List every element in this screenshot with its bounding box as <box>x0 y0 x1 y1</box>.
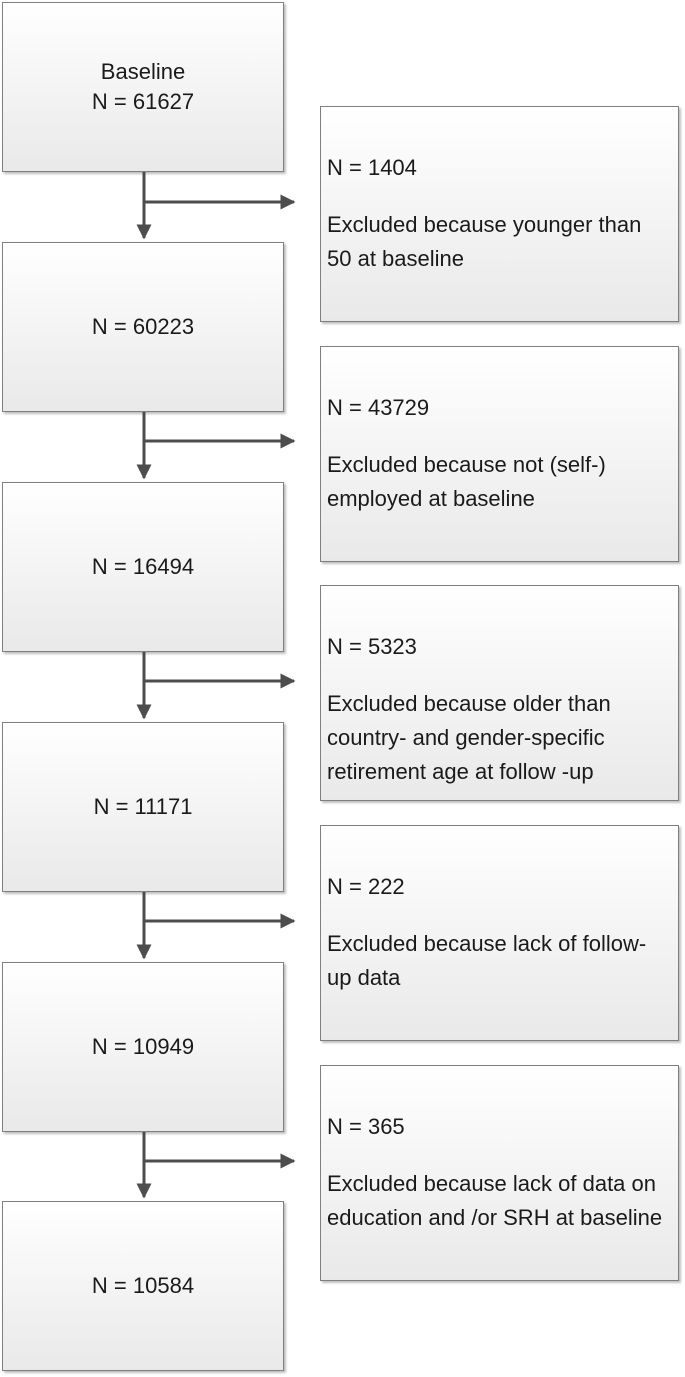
main-box-count: N = 60223 <box>91 314 195 339</box>
exclusion-reason: Excluded because younger than 50 at base… <box>327 212 642 271</box>
main-box-baseline: Baseline N = 61627 <box>2 2 284 172</box>
exclusion-box-4: N = 222 Excluded because lack of follow-… <box>320 825 679 1041</box>
exclusion-count: N = 365 <box>327 1114 405 1139</box>
main-box-label: Baseline <box>100 59 186 84</box>
exclusion-box-3: N = 5323 Excluded because older than cou… <box>320 585 679 801</box>
main-box-3: N = 16494 <box>2 482 284 652</box>
main-box-final: N = 10584 <box>2 1201 284 1371</box>
exclusion-box-2: N = 43729 Excluded because not (self-) e… <box>320 346 679 562</box>
exclusion-count: N = 43729 <box>327 395 430 420</box>
exclusion-count: N = 5323 <box>327 634 417 659</box>
exclusion-reason: Excluded because lack of follow-up data <box>327 931 647 990</box>
exclusion-box-5: N = 365 Excluded because lack of data on… <box>320 1065 679 1281</box>
exclusion-box-1: N = 1404 Excluded because younger than 5… <box>320 106 679 322</box>
main-box-5: N = 10949 <box>2 962 284 1132</box>
main-box-count: N = 61627 <box>91 89 195 114</box>
main-box-count: N = 16494 <box>91 554 195 579</box>
exclusion-count: N = 222 <box>327 874 405 899</box>
main-box-4: N = 11171 <box>2 722 284 892</box>
exclusion-reason: Excluded because not (self-) employed at… <box>327 452 606 511</box>
exclusion-reason: Excluded because lack of data on educati… <box>327 1171 663 1230</box>
exclusion-reason: Excluded because older than country- and… <box>327 691 611 784</box>
main-box-count: N = 11171 <box>93 794 193 819</box>
main-box-count: N = 10949 <box>91 1034 195 1059</box>
main-box-2: N = 60223 <box>2 242 284 412</box>
main-box-count: N = 10584 <box>91 1273 195 1298</box>
exclusion-count: N = 1404 <box>327 155 417 180</box>
